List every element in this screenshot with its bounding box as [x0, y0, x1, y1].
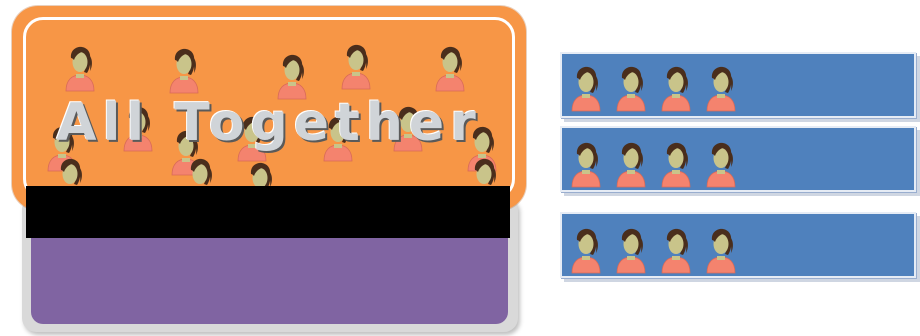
woman-user-icon [656, 226, 696, 274]
woman-user-icon [701, 140, 741, 188]
woman-user-icon [701, 64, 741, 112]
woman-user-icon [656, 140, 696, 188]
woman-user-icon [318, 114, 358, 162]
woman-user-icon [701, 226, 741, 274]
woman-user-icon [336, 42, 376, 90]
woman-user-icon [611, 64, 651, 112]
all-together-title: All Together [56, 93, 482, 153]
woman-user-icon [566, 140, 606, 188]
woman-user-icon [60, 44, 100, 92]
woman-user-icon [164, 46, 204, 94]
woman-user-icon [118, 104, 158, 152]
black-bar [26, 186, 510, 238]
woman-user-icon [611, 140, 651, 188]
woman-user-icon [272, 52, 312, 100]
woman-user-icon [388, 104, 428, 152]
woman-user-icon [566, 64, 606, 112]
woman-user-icon [566, 226, 606, 274]
woman-user-icon [430, 44, 470, 92]
woman-user-icon [611, 226, 651, 274]
woman-user-icon [656, 64, 696, 112]
woman-user-icon [232, 114, 272, 162]
